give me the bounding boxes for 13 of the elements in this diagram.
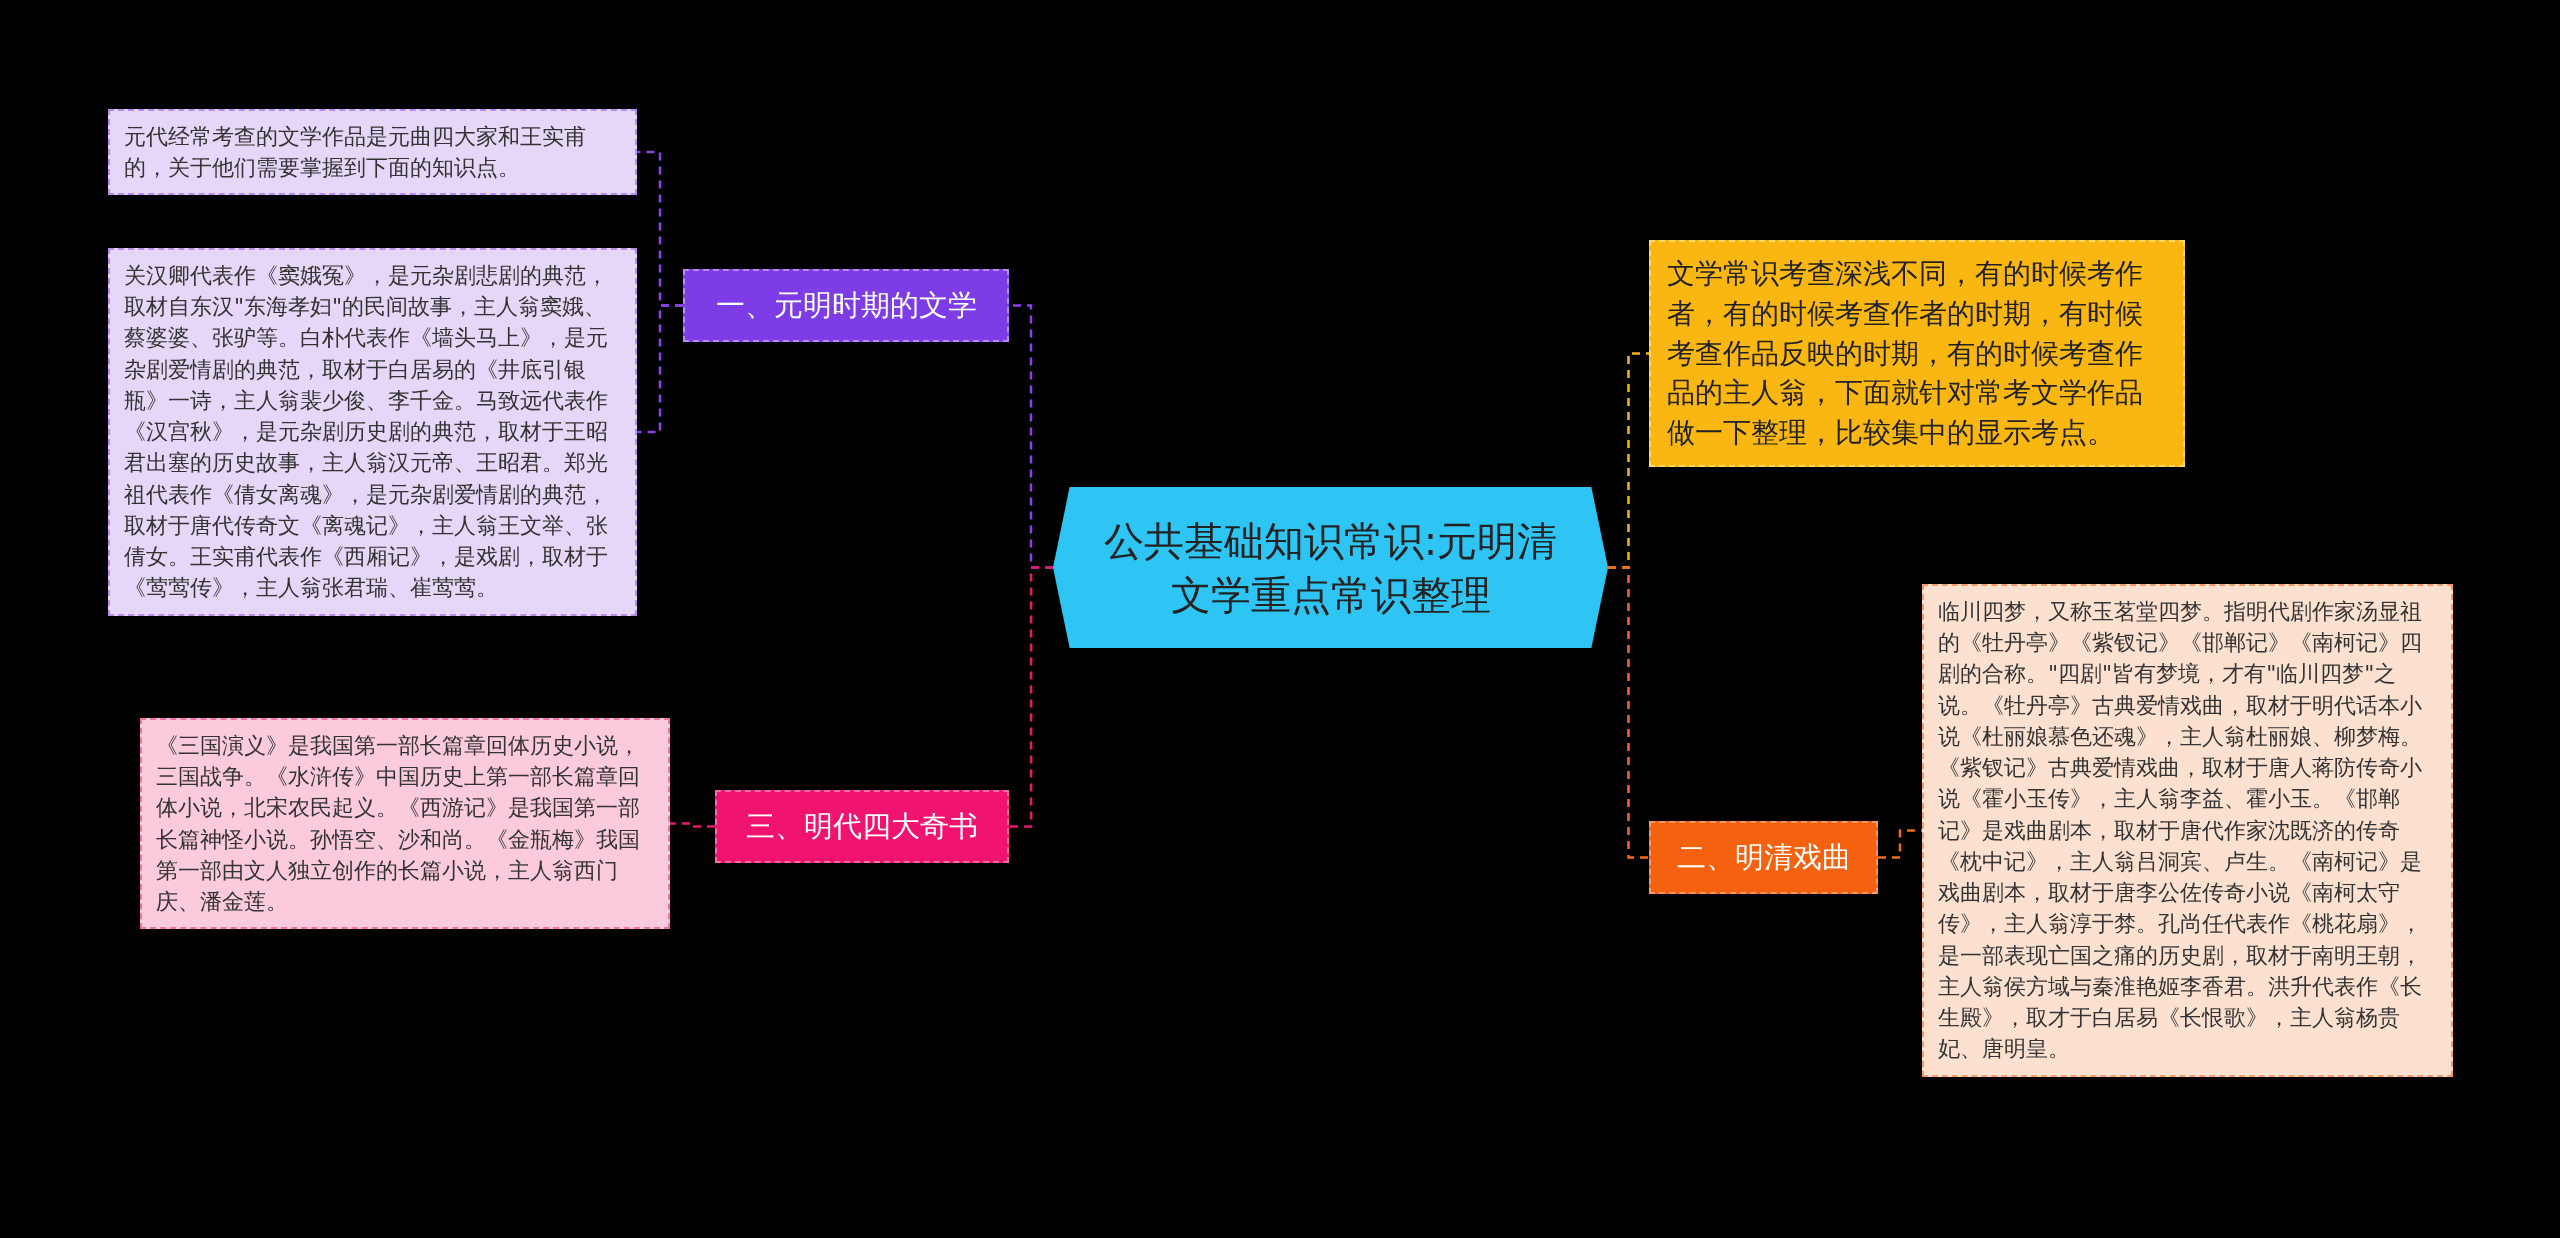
note-box: 关汉卿代表作《窦娥冤》，是元杂剧悲剧的典范，取材自东汉"东海孝妇"的民间故事，主人翁窦娥、蔡婆婆、张驴等。白朴代表作《墙头马上》，是元杂剧爱情剧的典范，取材于白居易的《井底引银瓶》一诗，主人翁裴少俊、李千金。马致远代表作《汉宫秋》，是元杂剧历史剧的典范，取材于王昭君出塞的历史故事，主人翁汉元帝、王昭君。郑光祖代表作《倩女离魂》，是元杂剧爱情剧的典范，取材于唐代传奇文《离魂记》，主人翁王文举、张倩女。王实甫代表作《西厢记》，是戏剧，取材于《莺莺传》，主人翁张君瑞、崔莺莺。: [108, 248, 637, 616]
topic-box: 三、明代四大奇书: [715, 790, 1009, 864]
connector-line: [1009, 566, 1053, 828]
connector-line: [670, 822, 715, 828]
note-box: 元代经常考查的文学作品是元曲四大家和王实甫的，关于他们需要掌握到下面的知识点。: [108, 109, 637, 196]
note-box: 《三国演义》是我国第一部长篇章回体历史小说，三国战争。《水浒传》中国历史上第一部长篇章回体小说，北宋农民起义。《西游记》是我国第一部长篇神怪小说。孙悟空、沙和尚。《金瓶梅》我国第一部由文人独立创作的长篇小说，主人翁西门庆、潘金莲。: [140, 718, 670, 930]
connector-line: [1608, 566, 1649, 859]
topic-box: 二、明清戏曲: [1649, 821, 1878, 895]
topic-box: 文学常识考查深浅不同，有的时候考作者，有的时候考查作者的时期，有时候考查作品反映的时期，有的时候考查作品的主人翁，下面就针对常考文学作品做一下整理，比较集中的显示考点。: [1649, 240, 2185, 467]
note-box: 临川四梦，又称玉茗堂四梦。指明代剧作家汤显祖的《牡丹亭》《紫钗记》《邯郸记》《南柯记》四剧的合称。"四剧"皆有梦境，才有"临川四梦"之说。《牡丹亭》古典爱情戏曲，取材于明代话本小说《杜丽娘慕色还魂》，主人翁杜丽娘、柳梦梅。《紫钗记》古典爱情戏曲，取材于唐人蒋防传奇小说《霍小玉传》，主人翁李益、霍小玉。《邯郸记》是戏曲剧本，取材于唐代作家沈既济的传奇《枕中记》，主人翁吕洞宾、卢生。《南柯记》是戏曲剧本，取材于唐李公佐传奇小说《南柯太守传》，主人翁淳于棼。孔尚任代表作《桃花扇》，是一部表现亡国之痛的历史剧，取材于南明王朝，主人翁侯方域与秦淮艳姬李香君。洪升代表作《长生殿》，取才于白居易《长恨歌》，主人翁杨贵妃、唐明皇。: [1922, 584, 2453, 1077]
connector-line: [637, 304, 683, 434]
central-topic: 公共基础知识常识:元明清文学重点常识整理: [1053, 487, 1608, 648]
topic-box: 一、元明时期的文学: [683, 269, 1009, 343]
